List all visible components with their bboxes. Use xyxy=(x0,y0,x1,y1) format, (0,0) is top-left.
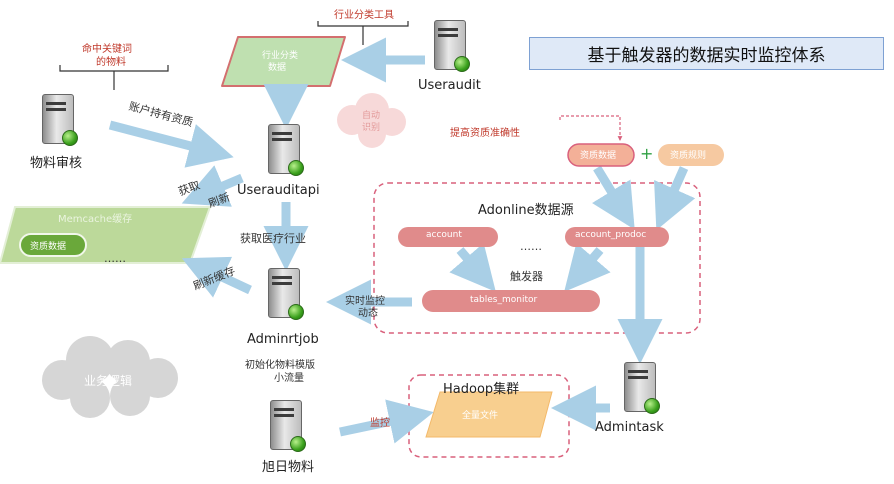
label-improve-accuracy: 提高资质准确性 xyxy=(450,128,520,139)
label-hit-keyword-2: 的物料 xyxy=(96,57,126,68)
cloud-top xyxy=(337,93,406,148)
arrow-prodoc-tables xyxy=(564,243,611,292)
pill-qual-right xyxy=(658,144,724,166)
pill-qual-left xyxy=(567,143,635,167)
label-monitor: 监控 xyxy=(370,418,390,429)
arrow-xuri-hadoop xyxy=(339,399,434,444)
server-xuri-icon xyxy=(266,400,306,452)
tool-bracket xyxy=(317,21,409,27)
label-adonline: Adonline数据源 xyxy=(478,203,574,218)
server-admintask-icon xyxy=(620,362,660,414)
diagram-title: 基于触发器的数据实时监控体系 xyxy=(529,37,884,70)
pill-tables-monitor xyxy=(422,290,600,312)
cloud-top-line2: 识别 xyxy=(362,123,381,133)
label-realtime-monitor-1: 实时监控 xyxy=(345,296,385,307)
label-init-2: 小流量 xyxy=(274,373,304,384)
label-hadoop: Hadoop集群 xyxy=(443,382,520,397)
industry-data-line2: 数据 xyxy=(268,63,287,73)
node-label-xuri-wuliao: 旭日物料 xyxy=(262,460,315,475)
arrow-adminrtjob-memcache xyxy=(181,256,252,298)
arrow-api-memcache xyxy=(181,165,244,207)
tables-monitor-text: tables_monitor xyxy=(470,295,538,305)
arrow-pill-right-prodoc xyxy=(654,166,696,231)
label-plus: + xyxy=(640,144,654,163)
cloud-top-line1: 自动 xyxy=(362,111,381,121)
server-wuliao-icon xyxy=(38,94,78,146)
account-text: account xyxy=(426,230,462,240)
server-adminrtjob-icon xyxy=(264,268,304,320)
pill-account xyxy=(398,227,498,247)
label-business-logic: 业务逻辑 xyxy=(84,374,133,388)
arrow-wuliao-api xyxy=(108,120,234,168)
label-init-1: 初始化物料模版 xyxy=(245,360,315,371)
server-userauditapi-icon xyxy=(264,124,304,176)
node-label-useraudit: Useraudit xyxy=(418,78,481,93)
label-realtime-monitor-2: 动态 xyxy=(358,308,378,319)
label-memcache: Memcache缓存 xyxy=(58,214,133,225)
industry-data-line1: 行业分类 xyxy=(262,51,299,61)
account-prodoc-text: account_prodoc xyxy=(575,230,647,240)
qual-pill-right-text: 资质规则 xyxy=(670,151,707,161)
label-hit-keyword-1: 命中关键词 xyxy=(82,44,132,55)
accuracy-bracket xyxy=(559,115,623,141)
label-ellipsis: …… xyxy=(520,240,542,253)
industry-data-shape xyxy=(221,36,346,87)
adonline-frame xyxy=(373,182,701,334)
resource-data-pill xyxy=(19,233,87,257)
arrow-pill-left-prodoc xyxy=(592,165,635,230)
label-fetch-medical: 获取医疗行业 xyxy=(240,232,306,245)
node-label-wuliao-shenhe: 物料审核 xyxy=(30,156,83,171)
server-useraudit-icon xyxy=(430,20,470,72)
label-ellipsis-left: …… xyxy=(104,252,126,265)
qual-pill-left-text: 资质数据 xyxy=(580,151,617,161)
label-trigger: 触发器 xyxy=(510,270,543,283)
cloud-business xyxy=(42,336,178,418)
resource-data-text: 资质数据 xyxy=(30,242,67,252)
node-label-adminrtjob: Adminrtjob xyxy=(247,332,319,347)
label-industry-tool: 行业分类工具 xyxy=(334,10,394,21)
arrow-account-tables xyxy=(449,243,496,292)
pill-account-prodoc xyxy=(565,227,669,247)
node-label-admintask: Admintask xyxy=(595,420,664,435)
hadoop-file-text: 全量文件 xyxy=(462,411,499,421)
node-label-userauditapi: Userauditapi xyxy=(237,183,320,198)
